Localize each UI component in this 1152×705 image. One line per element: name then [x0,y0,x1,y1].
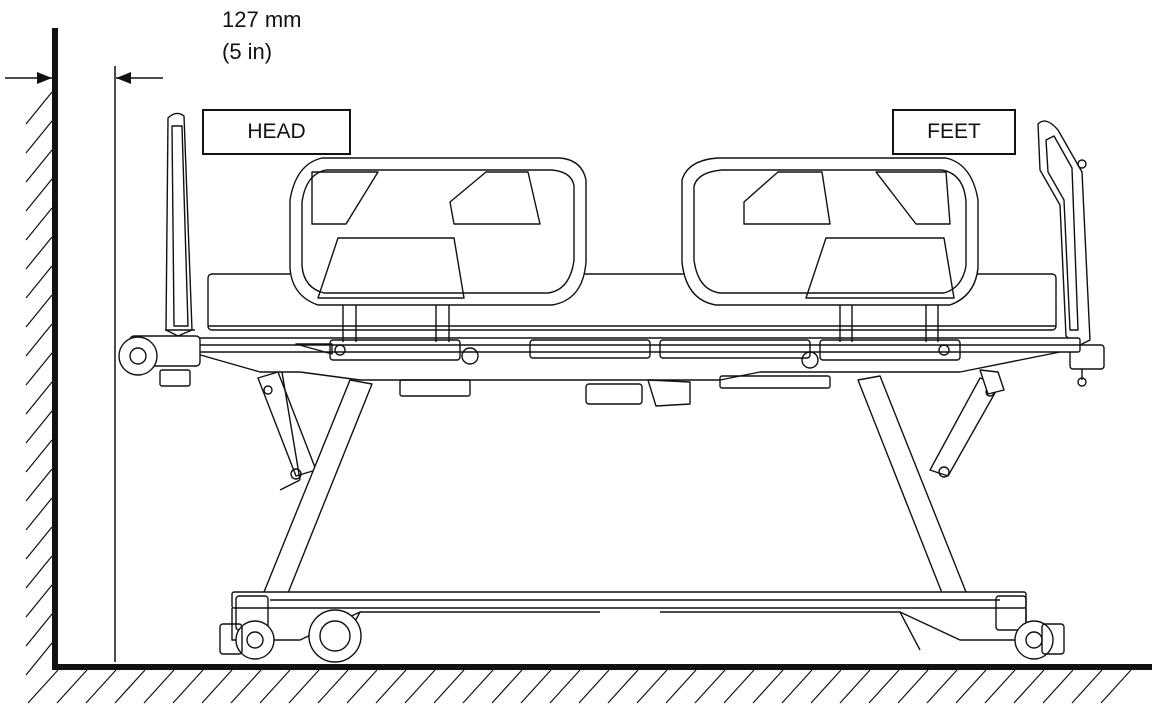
floor-hatch-line [869,670,899,703]
floor-hatch-line [231,670,261,703]
floor-hatch-line [492,670,522,703]
floor-hatch-line [434,670,464,703]
floor-hatch-line [260,670,290,703]
floor-hatch-line [637,670,667,703]
floor-hatch-line [289,670,319,703]
wall-hatching [26,92,52,675]
wall-hatch-line [26,614,52,646]
floor-hatch-line [28,670,58,703]
wall-hatch-line [26,150,52,182]
floor-hatch-line [666,670,696,703]
wall-hatch-line [26,179,52,211]
wall-hatch-line [26,353,52,385]
floor-hatch-line [57,670,87,703]
floor-hatch-line [115,670,145,703]
wall-hatch-line [26,556,52,588]
wall-hatch-line [26,527,52,559]
floor-hatch-line [521,670,551,703]
headboard [165,113,195,336]
wall-hatch-line [26,324,52,356]
floor-hatch-line [144,670,174,703]
floor-hatch-line [782,670,812,703]
wall-hatch-line [26,121,52,153]
bed-frame [150,338,1080,406]
floor-hatch-line [927,670,957,703]
floor-hatch-line [724,670,754,703]
wall-hatch-line [26,295,52,327]
dimension-imperial: (5 in) [222,39,273,64]
floor-hatch-line [347,670,377,703]
floor-hatch-line [1014,670,1044,703]
floor-hatch-line [550,670,580,703]
floor-hatch-line [318,670,348,703]
floor-hatch-line [608,670,638,703]
floor-hatch-line [1072,670,1102,703]
feet-siderail [682,158,978,342]
floor-hatch-line [463,670,493,703]
floor-hatch-line [202,670,232,703]
floor-hatch-line [405,670,435,703]
floor-hatch-line [579,670,609,703]
wall-hatch-line [26,266,52,298]
wall-hatch-line [26,469,52,501]
dimension-metric: 127 mm [222,7,302,32]
base-casters [220,610,1064,662]
wall-hatch-line [26,411,52,443]
floor-hatch-line [985,670,1015,703]
clearance-dimension-text: 127 mm (5 in) [222,4,301,68]
floor-hatch-line [1043,670,1073,703]
hospital-bed [119,113,1104,662]
wall-hatch-line [26,585,52,617]
floor [28,667,1152,703]
wall-hatch-line [26,440,52,472]
floor-hatch-line [376,670,406,703]
floor-hatch-line [695,670,725,703]
wall-hatch-line [26,382,52,414]
clearance-dimension [5,66,163,662]
head-label: HEAD [202,109,351,155]
floor-hatch-line [811,670,841,703]
floor-hatch-line [898,670,928,703]
wall-hatch-line [26,208,52,240]
floor-hatch-line [840,670,870,703]
wall [26,28,55,675]
floor-hatch-line [1101,670,1131,703]
floor-hatch-line [956,670,986,703]
wall-hatch-line [26,237,52,269]
floor-hatch-line [753,670,783,703]
wall-hatch-line [26,498,52,530]
head-end-caster [119,336,200,386]
head-siderail [290,158,586,342]
floor-hatching [28,670,1131,703]
feet-label: FEET [892,109,1016,155]
scissor-lift [258,370,1004,598]
wall-hatch-line [26,92,52,124]
floor-hatch-line [173,670,203,703]
wall-hatch-line [26,643,52,675]
floor-hatch-line [86,670,116,703]
